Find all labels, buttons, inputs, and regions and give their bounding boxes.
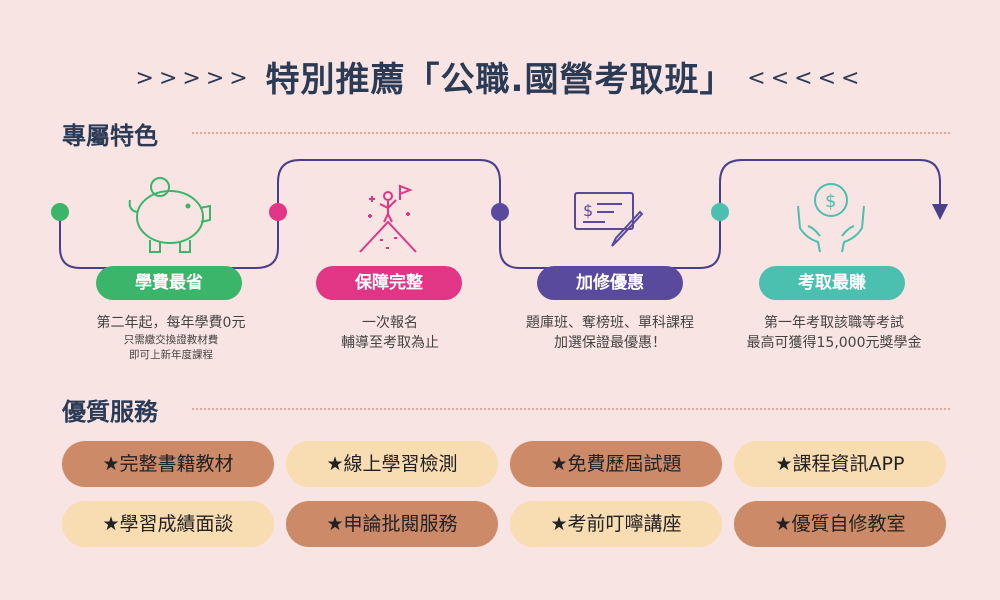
service-item-8: ★優質自修教室 bbox=[734, 501, 946, 547]
service-item-1: ★完整書籍教材 bbox=[62, 441, 274, 487]
service-item-3: ★免費歷屆試題 bbox=[510, 441, 722, 487]
money-hands-icon: $ bbox=[797, 183, 865, 253]
feature-desc-3-line-2: 加選保證最優惠！ bbox=[554, 335, 666, 351]
summit-flag-icon bbox=[359, 184, 417, 253]
title-right-arrows: <<<<< bbox=[747, 66, 865, 91]
service-item-6: ★申論批閱服務 bbox=[286, 501, 498, 547]
service-item-7: ★考前叮嚀講座 bbox=[510, 501, 722, 547]
check-pen-icon: $ bbox=[574, 192, 644, 247]
features-heading: 專屬特色 bbox=[62, 122, 158, 150]
feature-desc-1: 第二年起，每年學費0元 只需繳交換證教材費 即可上新年度課程 bbox=[60, 313, 282, 363]
svg-text:$: $ bbox=[583, 201, 593, 220]
service-item-2: ★線上學習檢測 bbox=[286, 441, 498, 487]
feature-desc-4-line-2: 最高可獲得15,000元獎學金 bbox=[746, 335, 922, 351]
feature-desc-1-line-1: 第二年起，每年學費0元 bbox=[96, 315, 246, 331]
feature-pill-1: 學費最省 bbox=[96, 266, 242, 300]
services-heading: 優質服務 bbox=[62, 398, 158, 426]
feature-desc-2-line-2: 輔導至考取為止 bbox=[341, 335, 439, 351]
services-divider bbox=[192, 408, 950, 410]
page-title: >>>>> 特別推薦「公職.國營考取班」 <<<<< bbox=[0, 52, 1000, 101]
feature-pill-2: 保障完整 bbox=[316, 266, 462, 300]
feature-desc-3-line-1: 題庫班、奪榜班、單科課程 bbox=[526, 315, 694, 331]
svg-text:$: $ bbox=[825, 191, 836, 212]
feature-pill-4: 考取最賺 bbox=[759, 266, 905, 300]
piggy-bank-icon bbox=[128, 177, 211, 253]
feature-desc-1-small-1: 只需繳交換證教材費 bbox=[123, 334, 219, 346]
feature-label-4: 考取最賺 bbox=[798, 273, 866, 293]
feature-label-2: 保障完整 bbox=[355, 273, 423, 293]
node-dot-4 bbox=[711, 203, 729, 221]
feature-desc-2-line-1: 一次報名 bbox=[362, 315, 418, 331]
feature-label-1: 學費最省 bbox=[135, 273, 203, 293]
feature-desc-4-line-1: 第一年考取該職等考試 bbox=[764, 315, 904, 331]
feature-label-3: 加修優惠 bbox=[576, 273, 644, 293]
flow-end-arrow-icon bbox=[932, 204, 948, 220]
title-text: 特別推薦「公職.國營考取班」 bbox=[265, 60, 735, 100]
feature-desc-3: 題庫班、奪榜班、單科課程 加選保證最優惠！ bbox=[496, 313, 724, 353]
service-item-5: ★學習成績面談 bbox=[62, 501, 274, 547]
node-dot-2 bbox=[269, 203, 287, 221]
service-item-4: ★課程資訊APP bbox=[734, 441, 946, 487]
features-divider bbox=[192, 132, 950, 134]
title-left-arrows: >>>>> bbox=[135, 66, 253, 91]
feature-desc-4: 第一年考取該職等考試 最高可獲得15,000元獎學金 bbox=[716, 313, 952, 353]
feature-desc-2: 一次報名 輔導至考取為止 bbox=[280, 313, 500, 353]
node-dot-3 bbox=[491, 203, 509, 221]
node-dot-1 bbox=[51, 203, 69, 221]
feature-desc-1-small-2: 即可上新年度課程 bbox=[129, 349, 213, 361]
feature-pill-3: 加修優惠 bbox=[537, 266, 683, 300]
